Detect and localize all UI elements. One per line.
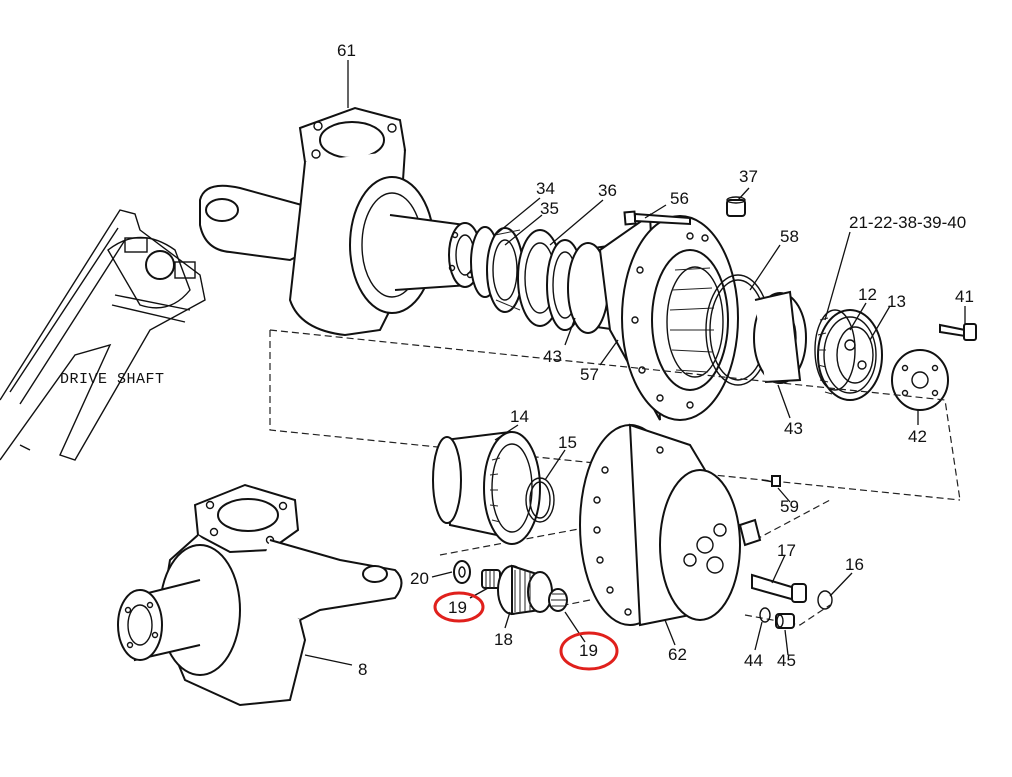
wheel-hub xyxy=(598,213,739,421)
upper-bearing-stack xyxy=(470,226,620,334)
leader-lines xyxy=(304,60,966,666)
assembly-guide-lines xyxy=(269,329,961,626)
highlight-circle-19-left xyxy=(433,591,485,623)
label-15: 15 xyxy=(558,433,577,452)
label-43-upper: 43 xyxy=(543,347,562,366)
ring-gear xyxy=(432,430,541,545)
label-61: 61 xyxy=(337,41,356,60)
label-13: 13 xyxy=(887,292,906,311)
label-34: 34 xyxy=(536,179,555,198)
label-8: 8 xyxy=(358,660,367,679)
planet-carrier-housing xyxy=(579,423,762,627)
label-44: 44 xyxy=(744,651,763,670)
highlight-circle-19-right xyxy=(559,631,619,671)
label-37: 37 xyxy=(739,167,758,186)
label-35: 35 xyxy=(540,199,559,218)
planet-gear-18 xyxy=(497,564,553,616)
callout-labels: 61 34 35 36 56 37 58 21-22-38-39-40 12 1… xyxy=(337,41,974,679)
seal-44 xyxy=(759,607,771,623)
lower-steering-knuckle xyxy=(117,483,403,707)
wheel-nut xyxy=(726,196,746,217)
label-36: 36 xyxy=(598,181,617,200)
upper-steering-knuckle xyxy=(199,106,482,337)
hub-bolt xyxy=(623,210,691,226)
label-62: 62 xyxy=(668,645,687,664)
washer-20 xyxy=(453,560,471,584)
label-42: 42 xyxy=(908,427,927,446)
highlight-markers xyxy=(433,591,619,671)
label-58: 58 xyxy=(780,227,799,246)
drive-shaft: DRIVE SHAFT xyxy=(0,209,206,461)
label-41: 41 xyxy=(955,287,974,306)
plug-45 xyxy=(775,613,795,629)
label-14: 14 xyxy=(510,407,529,426)
label-16: 16 xyxy=(845,555,864,574)
small-screw-59 xyxy=(761,475,781,487)
label-21-22-38-39-40: 21-22-38-39-40 xyxy=(849,213,966,232)
outer-bearing xyxy=(753,290,807,384)
cover-screw xyxy=(939,323,977,341)
label-43-right: 43 xyxy=(784,419,803,438)
label-56: 56 xyxy=(670,189,689,208)
drive-shaft-label: DRIVE SHAFT xyxy=(60,371,165,388)
label-18: 18 xyxy=(494,630,513,649)
label-20: 20 xyxy=(410,569,429,588)
needle-bearing-19-right xyxy=(548,588,568,612)
cover-plate xyxy=(891,349,949,411)
label-17: 17 xyxy=(777,541,796,560)
snap-ring-15 xyxy=(525,477,555,523)
label-19-left: 19 xyxy=(448,598,467,617)
label-45: 45 xyxy=(777,651,796,670)
pin-17 xyxy=(751,573,807,603)
planet-carrier-gear xyxy=(814,309,883,401)
label-59: 59 xyxy=(780,497,799,516)
ring-16 xyxy=(817,590,833,610)
label-57: 57 xyxy=(580,365,599,384)
label-12: 12 xyxy=(858,285,877,304)
label-19-right: 19 xyxy=(579,641,598,660)
